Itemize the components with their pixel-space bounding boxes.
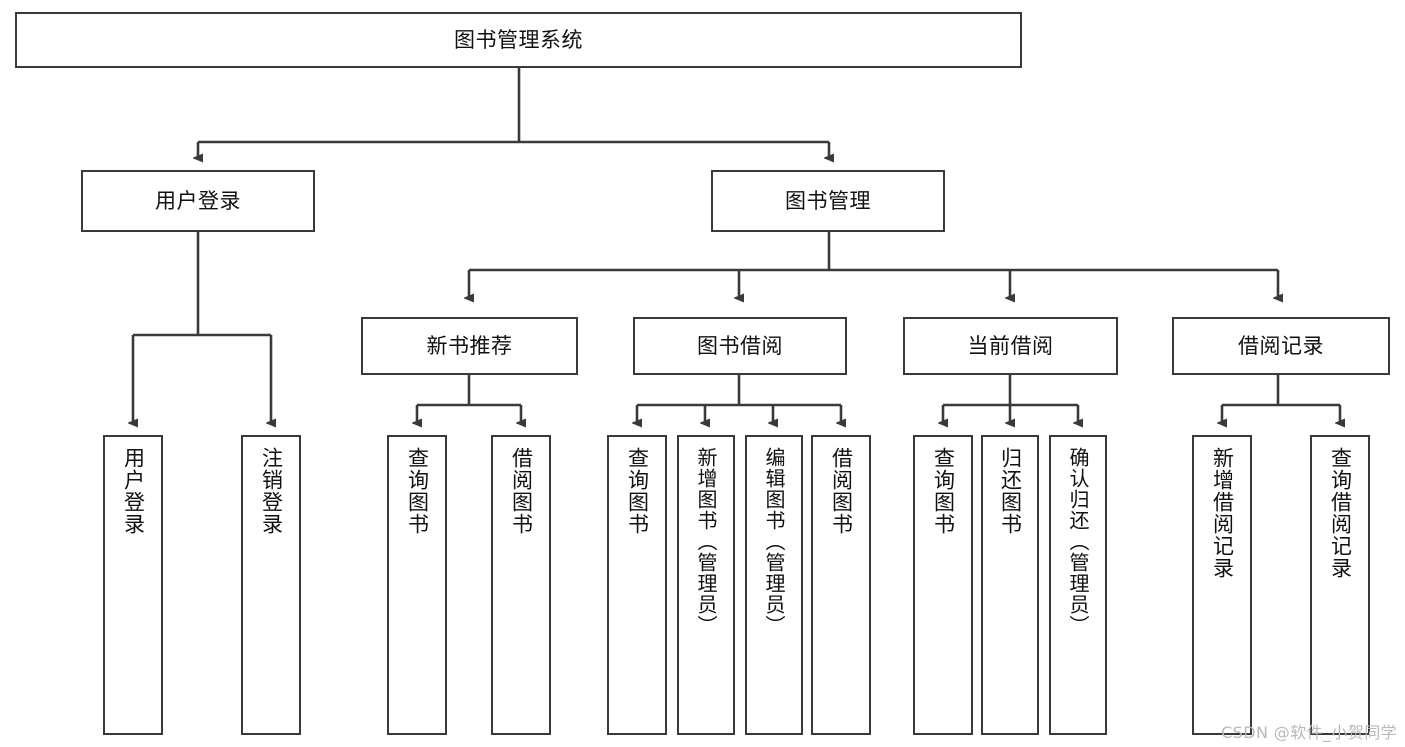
leaf-current-borrow-confirm-return[interactable]: 确认归还（管理员）: [1049, 435, 1107, 735]
node-book-borrow[interactable]: 图书借阅: [633, 317, 847, 375]
leaf-borrow-record-query[interactable]: 查询借阅记录: [1310, 435, 1370, 735]
node-label: 新增图书（管理员）: [694, 447, 718, 636]
node-label: 归还图书: [998, 447, 1023, 535]
node-user-login[interactable]: 用户登录: [81, 170, 315, 232]
node-label: 编辑图书（管理员）: [762, 447, 786, 636]
node-label: 新增借阅记录: [1210, 447, 1235, 579]
node-label: 当前借阅: [967, 333, 1054, 358]
node-label: 新书推荐: [426, 333, 513, 358]
node-label: 借阅图书: [829, 447, 854, 535]
watermark-text: CSDN @软件_小贺同学: [1221, 723, 1397, 742]
node-label: 图书管理系统: [454, 27, 583, 52]
node-label: 注销登录: [259, 447, 284, 535]
leaf-book-borrow-borrow[interactable]: 借阅图书: [811, 435, 871, 735]
leaf-current-borrow-return[interactable]: 归还图书: [981, 435, 1039, 735]
node-root-system[interactable]: 图书管理系统: [15, 12, 1022, 68]
leaf-new-book-borrow[interactable]: 借阅图书: [491, 435, 551, 735]
leaf-book-borrow-edit[interactable]: 编辑图书（管理员）: [745, 435, 803, 735]
node-current-borrow[interactable]: 当前借阅: [903, 317, 1118, 375]
leaf-book-borrow-query[interactable]: 查询图书: [607, 435, 667, 735]
node-label: 用户登录: [155, 188, 241, 213]
leaf-current-borrow-query[interactable]: 查询图书: [913, 435, 973, 735]
node-new-book-recommend[interactable]: 新书推荐: [361, 317, 578, 375]
leaf-user-login-logout[interactable]: 注销登录: [241, 435, 301, 735]
node-label: 查询图书: [625, 447, 650, 535]
node-label: 查询图书: [405, 447, 430, 535]
leaf-borrow-record-add[interactable]: 新增借阅记录: [1192, 435, 1252, 735]
node-label: 借阅图书: [509, 447, 534, 535]
leaf-user-login-login[interactable]: 用户登录: [103, 435, 163, 735]
node-label: 借阅记录: [1238, 333, 1324, 358]
node-label: 用户登录: [121, 447, 146, 535]
node-label: 查询借阅记录: [1328, 447, 1353, 579]
node-borrow-record[interactable]: 借阅记录: [1172, 317, 1390, 375]
node-book-management[interactable]: 图书管理: [711, 170, 945, 232]
leaf-new-book-query[interactable]: 查询图书: [387, 435, 447, 735]
node-label: 查询图书: [931, 447, 956, 535]
node-label: 图书管理: [785, 188, 871, 213]
leaf-book-borrow-add[interactable]: 新增图书（管理员）: [677, 435, 735, 735]
node-label: 确认归还（管理员）: [1066, 447, 1090, 636]
node-label: 图书借阅: [697, 333, 783, 358]
